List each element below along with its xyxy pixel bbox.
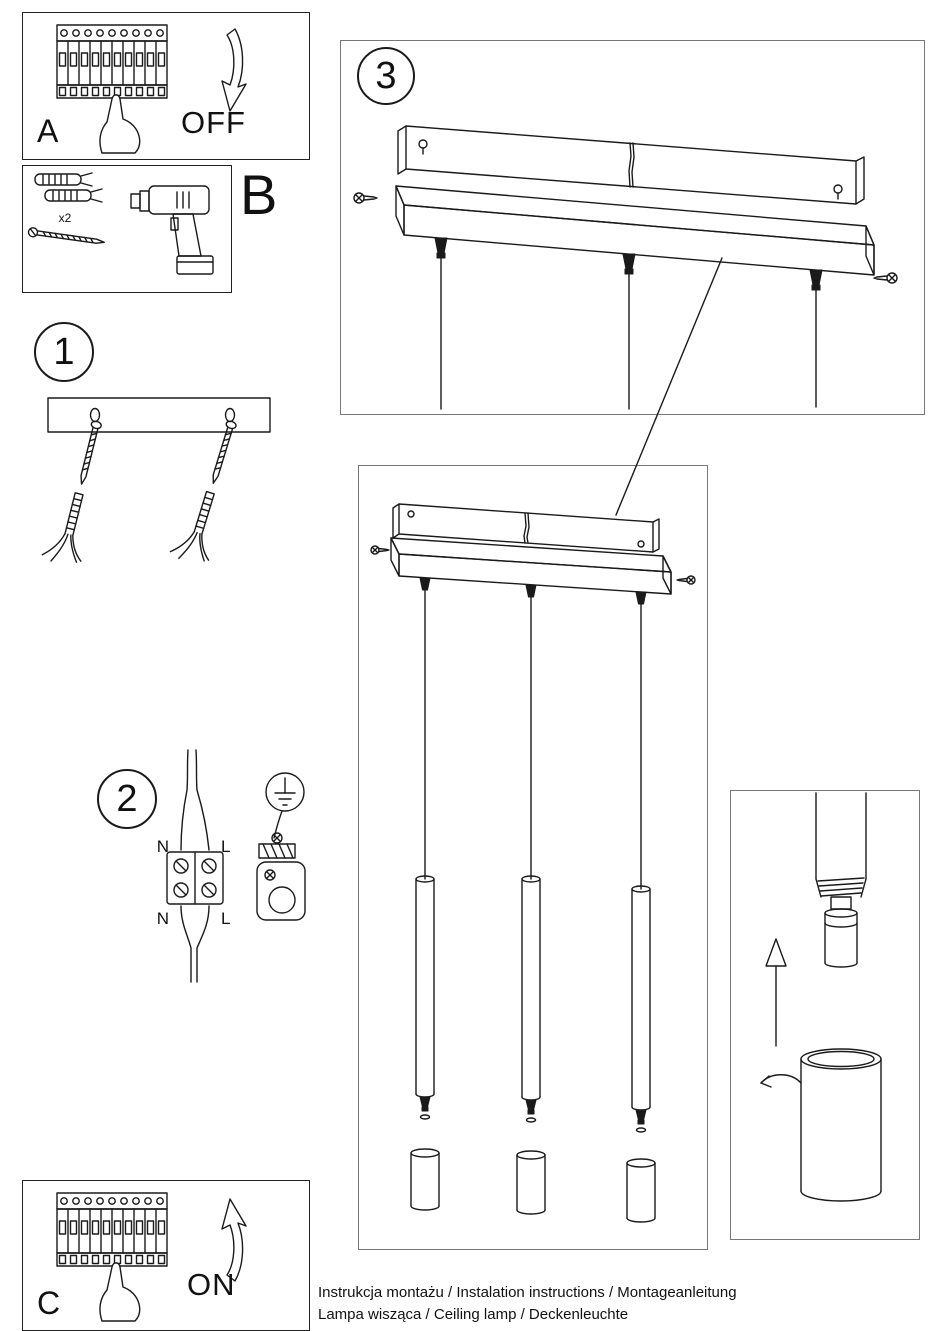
footer-line-1: Instrukcja montażu / Instalation instruc… xyxy=(318,1284,737,1301)
bulb-holder-icon xyxy=(824,908,858,968)
bracket-illustration xyxy=(353,125,898,410)
wall-plug-icon xyxy=(44,188,103,203)
power-off-illustration xyxy=(56,24,247,154)
lamp-illustration xyxy=(370,503,696,1223)
panel-power-off: A OFF xyxy=(22,12,310,160)
up-arrow-icon xyxy=(765,938,787,1047)
detail-shade-assembly xyxy=(730,790,920,1240)
shade-detail-illustration xyxy=(760,792,882,1202)
power-off-label: OFF xyxy=(181,105,246,140)
power-on-label: ON xyxy=(187,1267,236,1302)
step1-illustration xyxy=(40,397,271,569)
shade-icon xyxy=(516,1150,546,1215)
terminal-block-icon xyxy=(166,851,224,905)
tools-illustration: x2 xyxy=(27,172,214,275)
wire-label-l-top: L xyxy=(221,837,230,856)
cable-gland-icon xyxy=(622,253,636,410)
cable-gland-icon xyxy=(434,237,448,410)
screw-icon xyxy=(676,575,696,585)
panel-c-label: C xyxy=(37,1285,61,1321)
screw-icon xyxy=(370,545,390,555)
wire-label-n-top: N xyxy=(157,837,169,856)
lamp-assembly-view xyxy=(358,465,708,1250)
panel-a-label: A xyxy=(37,113,59,149)
step-1-number: 1 xyxy=(34,322,94,382)
pendant-tube-icon xyxy=(631,591,651,1133)
pendant-tube-icon xyxy=(521,584,541,1123)
wire-label-n-bottom: N xyxy=(157,909,169,928)
rotate-arrow-icon xyxy=(760,1074,802,1088)
screw-anchor-right-icon xyxy=(168,414,251,568)
wire-label-l-bottom: L xyxy=(221,909,230,928)
pendant-tube-icon xyxy=(415,577,435,1120)
screw-icon xyxy=(353,192,378,204)
wiring-illustration: N L N L xyxy=(157,749,306,983)
screw-icon xyxy=(873,272,898,284)
screw-anchor-left-icon xyxy=(40,415,116,569)
power-on-illustration xyxy=(56,1192,247,1322)
mounting-bracket-icon xyxy=(395,125,875,276)
step-3-number: 3 xyxy=(357,47,415,105)
screw-icon xyxy=(27,227,105,244)
tube-end-icon xyxy=(815,792,867,910)
drill-icon xyxy=(130,185,214,275)
cable-gland-icon xyxy=(809,269,823,408)
shade-icon xyxy=(626,1158,656,1223)
breaker-panel-icon xyxy=(56,1192,168,1322)
arrow-up-icon xyxy=(221,1198,247,1282)
step-3-canopy-mounting xyxy=(340,40,925,415)
ground-symbol-icon xyxy=(265,772,305,812)
panel-power-on: C ON xyxy=(22,1180,310,1331)
plug-quantity-label: x2 xyxy=(59,211,72,225)
footer: Instrukcja montażu / Instalation instruc… xyxy=(318,1282,737,1326)
ground-terminal-icon xyxy=(256,810,306,921)
mounting-plate-icon xyxy=(47,397,271,433)
arrow-down-icon xyxy=(221,28,247,112)
breaker-panel-icon xyxy=(56,24,168,154)
shade-icon xyxy=(800,1048,882,1202)
panel-tools: x2 xyxy=(22,165,232,293)
mains-wires-icon xyxy=(180,749,210,983)
wall-plug-icon xyxy=(34,172,93,187)
panel-b-label: B xyxy=(240,163,278,226)
step-2-number: 2 xyxy=(97,769,157,829)
canopy-icon xyxy=(390,503,672,595)
footer-line-2: Lampa wisząca / Ceiling lamp / Deckenleu… xyxy=(318,1306,629,1323)
shade-icon xyxy=(410,1148,440,1211)
